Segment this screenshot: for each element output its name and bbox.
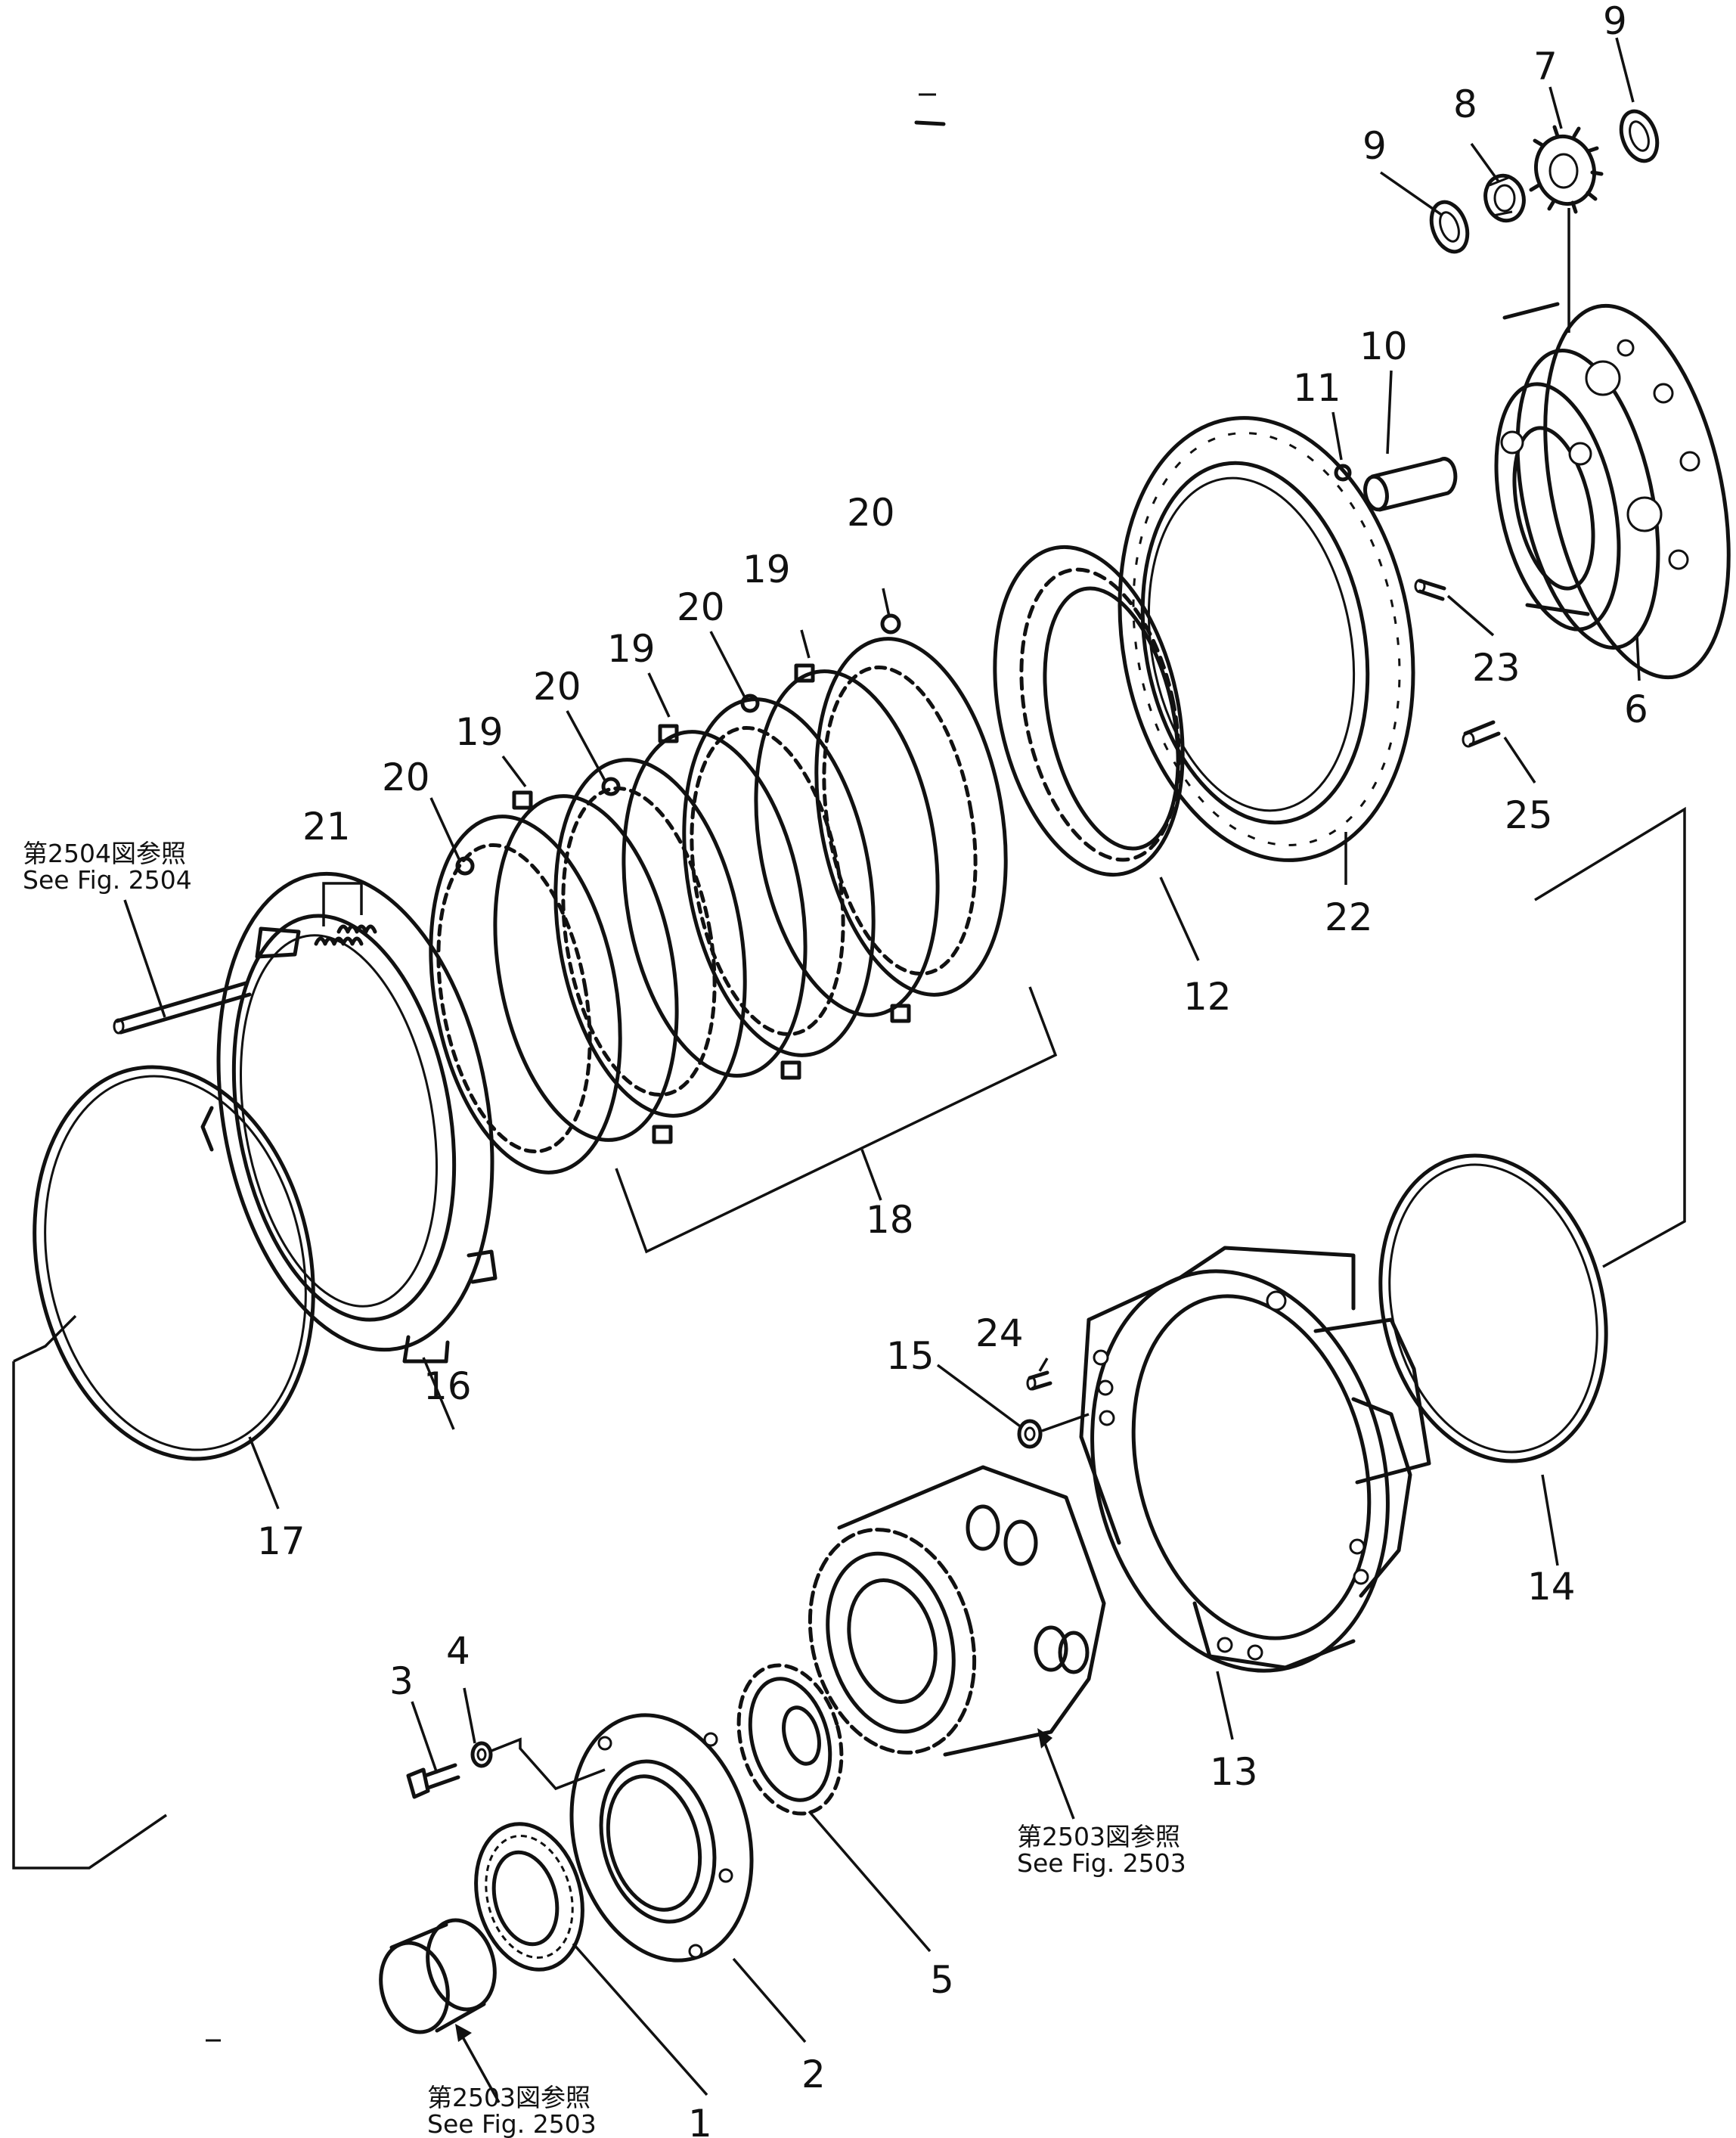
callout-11: 11: [1293, 366, 1341, 410]
callout-13: 13: [1210, 1750, 1258, 1794]
ref-fig-2504-jp: 第2504図参照: [23, 839, 186, 868]
drum-see-fig-2503: [808, 1465, 1106, 1757]
callout-6: 6: [1624, 687, 1648, 731]
callout-24: 24: [975, 1311, 1024, 1355]
part-17-o-ring: [33, 1065, 315, 1461]
part-19-separator-plate-2: [622, 724, 808, 1080]
reference-labels: 第2504図参照 See Fig. 2504 第2503図参照 See Fig.…: [23, 839, 1186, 2138]
callout-7: 7: [1533, 45, 1558, 88]
part-19-separator-plate-3: [493, 790, 679, 1144]
callout-20: 20: [382, 756, 430, 799]
part-23-spring-pin: [1414, 579, 1446, 601]
part-2-retainer: [569, 1713, 754, 1963]
part-25-dowel-pin: [1462, 720, 1501, 748]
part-24-pin: [1026, 1370, 1052, 1391]
part-20-snap-ring-b: [740, 694, 760, 713]
callout-19: 19: [455, 710, 504, 754]
callout-5: 5: [930, 1958, 954, 2002]
callout-9: 9: [1362, 124, 1387, 168]
part-14-o-ring: [1378, 1153, 1608, 1463]
arrow-head-sleeve: [455, 2024, 472, 2042]
part-13-clutch-housing: [1079, 1246, 1431, 1673]
sleeve-see-fig-2503: [379, 1918, 497, 2034]
part-9-thrust-washer-lower: [1429, 200, 1470, 254]
callout-21: 21: [302, 805, 351, 849]
part-16-pressure-plate: [200, 871, 498, 1364]
part-4-washer: [470, 1741, 493, 1768]
part-3-bolt: [406, 1763, 460, 1799]
part-15-washer: [1017, 1413, 1090, 1449]
callout-labels: 9 7 8 9 10 11 23 6 25 22 12 20 19 20 19 …: [257, 0, 1648, 2138]
callout-3: 3: [389, 1659, 414, 1703]
arrow-head-drum: [1037, 1728, 1052, 1749]
part-19-separator-plate-1: [754, 663, 940, 1023]
leader-lines: [12, 37, 1686, 2103]
part-11-ball: [1334, 464, 1352, 482]
part-18-friction-disc-3: [553, 758, 747, 1118]
part-8-needle-bearing: [1483, 173, 1526, 223]
callout-23: 23: [1472, 646, 1521, 690]
part-21-springs: [314, 882, 377, 946]
part-18-friction-disc-4: [429, 815, 622, 1175]
callout-19: 19: [742, 548, 791, 591]
part-7-pinion-gear: [1529, 125, 1604, 333]
pin-see-fig-2504: [113, 981, 252, 1035]
ref-fig-2504-en: See Fig. 2504: [23, 865, 192, 895]
part-12-splined-ring: [993, 545, 1185, 877]
callout-25: 25: [1505, 793, 1553, 837]
ref-fig-2503-mid-en: See Fig. 2503: [1017, 1848, 1186, 1878]
callout-16: 16: [423, 1364, 472, 1408]
part-1-bearing: [474, 1822, 584, 1972]
callout-15: 15: [886, 1334, 935, 1378]
callout-19: 19: [607, 627, 656, 671]
callout-12: 12: [1183, 975, 1232, 1019]
ref-fig-2503-bottom-jp: 第2503図参照: [427, 2083, 591, 2112]
callout-8: 8: [1453, 82, 1477, 126]
part-20-snap-ring-c: [601, 777, 621, 796]
ref-fig-2503-mid-jp: 第2503図参照: [1017, 1822, 1180, 1851]
part-10-planet-shaft: [1363, 457, 1458, 512]
part-5-gear: [736, 1663, 844, 1816]
part-9-thrust-washer-upper: [1619, 109, 1660, 163]
callout-18: 18: [866, 1198, 914, 1242]
callout-2: 2: [801, 2053, 826, 2096]
part-20-snap-ring-d: [455, 856, 475, 876]
callout-1: 1: [688, 2102, 712, 2138]
callout-10: 10: [1359, 324, 1408, 368]
stray-marks: [206, 93, 946, 2042]
callout-22: 22: [1325, 895, 1373, 939]
bolt-alignment-line: [491, 1737, 606, 1791]
callout-20: 20: [533, 665, 581, 709]
callout-4: 4: [446, 1629, 470, 1673]
part-20-snap-ring-a: [880, 613, 901, 635]
part-22-piston-plate: [1118, 416, 1415, 862]
part-18-friction-disc-2: [682, 697, 876, 1057]
callout-14: 14: [1527, 1565, 1576, 1609]
ref-fig-2503-bottom-en: See Fig. 2503: [427, 2109, 597, 2138]
callout-20: 20: [847, 491, 895, 535]
part-6-carrier-housing: [1494, 302, 1731, 680]
callout-20: 20: [677, 585, 725, 629]
callout-9: 9: [1603, 0, 1627, 43]
callout-17: 17: [257, 1519, 305, 1563]
